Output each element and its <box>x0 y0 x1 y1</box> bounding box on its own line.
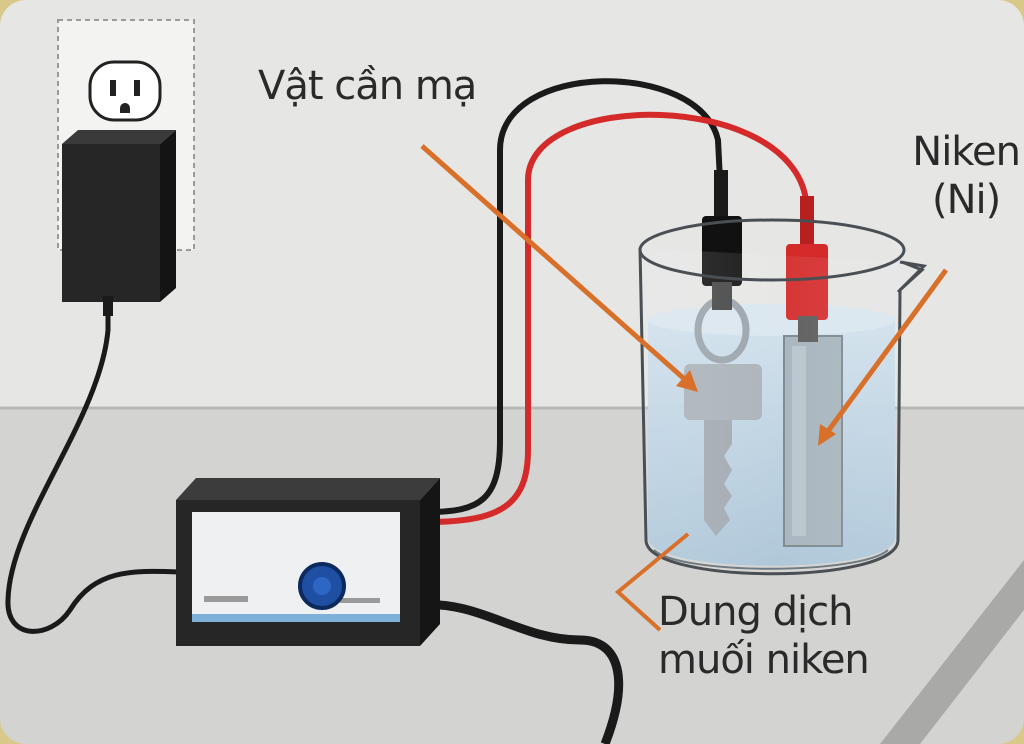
label-solution-line2: muối niken <box>658 637 870 683</box>
power-supply <box>176 478 440 646</box>
label-nickel-line2: (Ni) <box>932 177 1001 223</box>
power-adapter <box>62 130 176 302</box>
label-nickel-line1: Niken <box>912 129 1021 175</box>
output-cable <box>419 600 624 744</box>
red-wire <box>427 111 809 525</box>
label-solution: Dung dịch muối niken <box>658 588 870 684</box>
pointer-solution <box>614 532 690 632</box>
outlet-socket <box>88 60 162 122</box>
label-nickel: Niken (Ni) <box>912 128 1021 224</box>
black-wire <box>427 78 723 515</box>
arrow-nickel-to-plate <box>823 268 949 436</box>
label-solution-line1: Dung dịch <box>658 589 853 635</box>
label-object-to-plate: Vật cần mạ <box>258 62 477 110</box>
adapter-cord <box>5 300 181 634</box>
arrow-object-to-key <box>420 144 692 386</box>
beaker-glass <box>638 218 928 576</box>
power-supply-panel <box>192 512 400 622</box>
table-corner-shadow <box>880 560 1024 744</box>
label-object-text: Vật cần mạ <box>258 63 477 109</box>
